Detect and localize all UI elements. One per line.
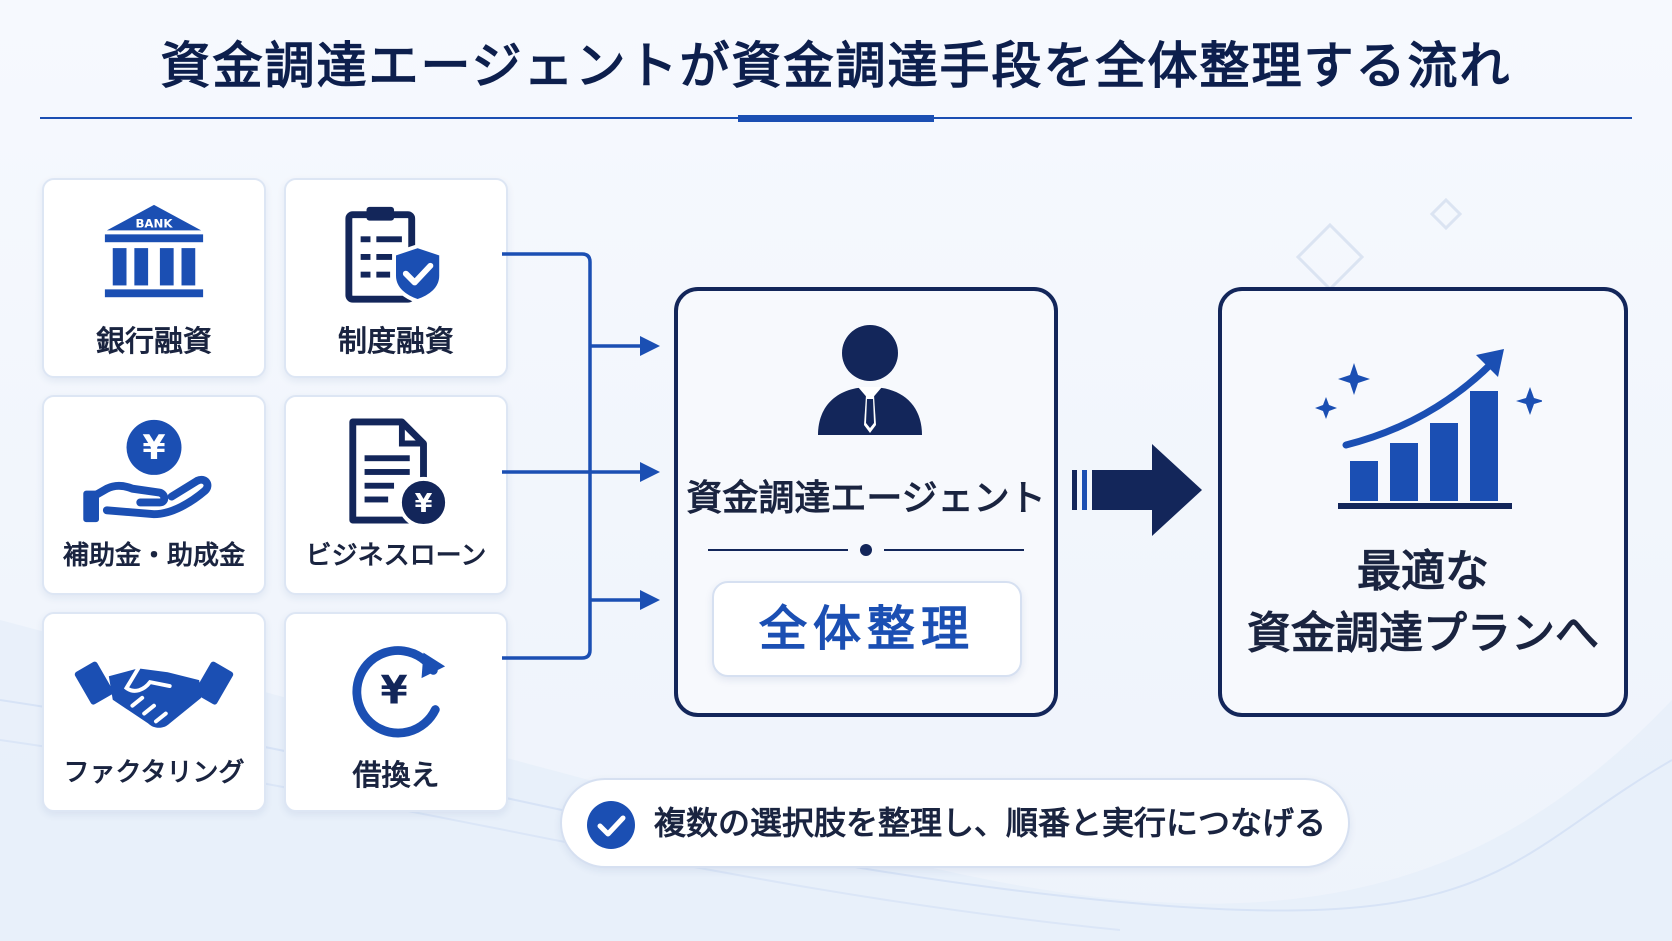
svg-text:¥: ¥ <box>415 489 433 519</box>
card-label: ファクタリング <box>63 758 245 788</box>
card-business-loan: ¥ ビジネスローン <box>284 395 508 595</box>
card-subsidy: ¥ 補助金・助成金 <box>42 395 266 595</box>
card-factoring: ファクタリング <box>42 612 266 812</box>
document-yen-icon: ¥ <box>349 418 450 528</box>
flow-arrow-icon <box>1072 444 1202 536</box>
svg-text:BANK: BANK <box>135 216 173 230</box>
clipboard-shield-icon <box>345 206 444 304</box>
result-text: 最適な 資金調達プランへ <box>1222 541 1624 665</box>
check-circle-icon <box>587 801 635 849</box>
card-bank-loan: BANK 銀行融資 <box>42 178 266 378</box>
card-label: 制度融資 <box>337 324 454 358</box>
card-refinance: ¥ 借換え <box>284 612 508 812</box>
card-label: 銀行融資 <box>95 324 212 358</box>
person-icon <box>818 325 922 435</box>
card-label: 借換え <box>352 758 440 792</box>
page-title: 資金調達エージェントが資金調達手段を全体整理する流れ <box>160 37 1512 95</box>
svg-text:¥: ¥ <box>142 428 165 467</box>
agent-name: 資金調達エージェント <box>686 478 1046 519</box>
yen-coin-hand-icon: ¥ <box>83 419 212 523</box>
card-label: 補助金・助成金 <box>62 541 245 571</box>
title-underline-accent <box>738 115 934 122</box>
yen-refresh-icon: ¥ <box>352 646 446 738</box>
connector-lines <box>502 252 660 660</box>
result-line-1: 最適な <box>1357 546 1489 597</box>
card-label: ビジネスローン <box>305 541 487 571</box>
svg-text:¥: ¥ <box>380 669 407 714</box>
card-institutional-loan: 制度融資 <box>284 178 508 378</box>
footer-note-text: 複数の選択肢を整理し、順番と実行につなげる <box>654 804 1327 842</box>
divider-line-left <box>708 549 848 551</box>
result-line-2: 資金調達プランへ <box>1247 608 1599 659</box>
divider-dot <box>860 544 872 556</box>
growth-chart-icon <box>1315 349 1542 509</box>
summary-button: 全体整理 <box>712 581 1022 677</box>
divider-line-right <box>884 549 1024 551</box>
result-plan-box: 最適な 資金調達プランへ <box>1218 287 1628 717</box>
agent-box: 資金調達エージェント 全体整理 <box>674 287 1058 717</box>
bank-icon: BANK <box>104 204 204 298</box>
handshake-icon <box>74 661 234 728</box>
footer-note-pill: 複数の選択肢を整理し、順番と実行につなげる <box>560 778 1350 868</box>
